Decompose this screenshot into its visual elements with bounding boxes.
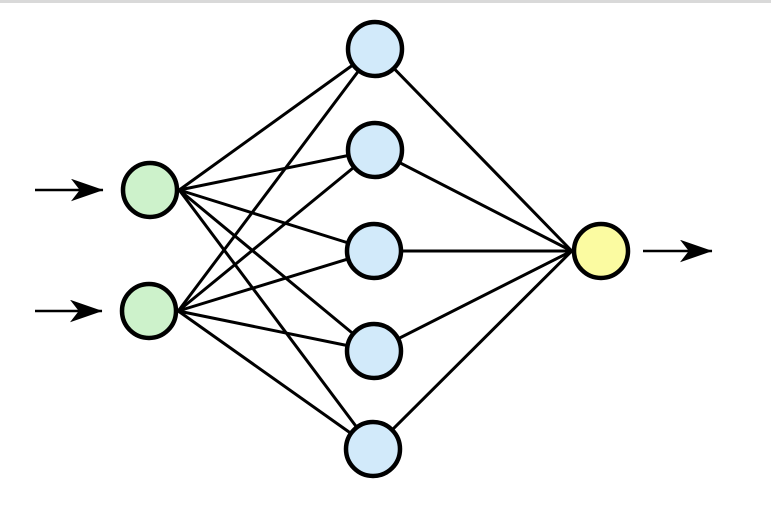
edge-in1-h4 [178,188,375,353]
edge-in2-h5 [177,309,374,451]
edge-in2-h3 [177,249,375,313]
hidden-node-h2 [345,120,405,180]
edge-h5-out1 [371,249,573,451]
edge-in1-h5 [178,189,375,450]
nodes-layer [119,19,631,479]
edge-h4-out1 [373,249,573,353]
edges-layer [177,47,573,451]
edge-in2-h4 [177,309,375,353]
input-node-in2 [119,281,179,341]
arrows-layer [35,178,713,323]
edge-in1-h2 [178,148,376,192]
window-top-border [0,0,771,3]
edge-h2-out1 [374,148,573,253]
edge-in2-h1 [177,48,377,312]
edge-h1-out1 [373,47,573,253]
input-node-in1 [120,160,180,220]
edge-in1-h3 [178,188,375,253]
hidden-node-h1 [345,19,405,79]
hidden-node-h4 [344,321,404,381]
edge-in2-h2 [177,148,376,313]
hidden-node-h5 [343,419,403,479]
output-node-out1 [571,221,631,281]
hidden-node-h3 [344,221,404,281]
edge-in1-h1 [178,47,376,192]
